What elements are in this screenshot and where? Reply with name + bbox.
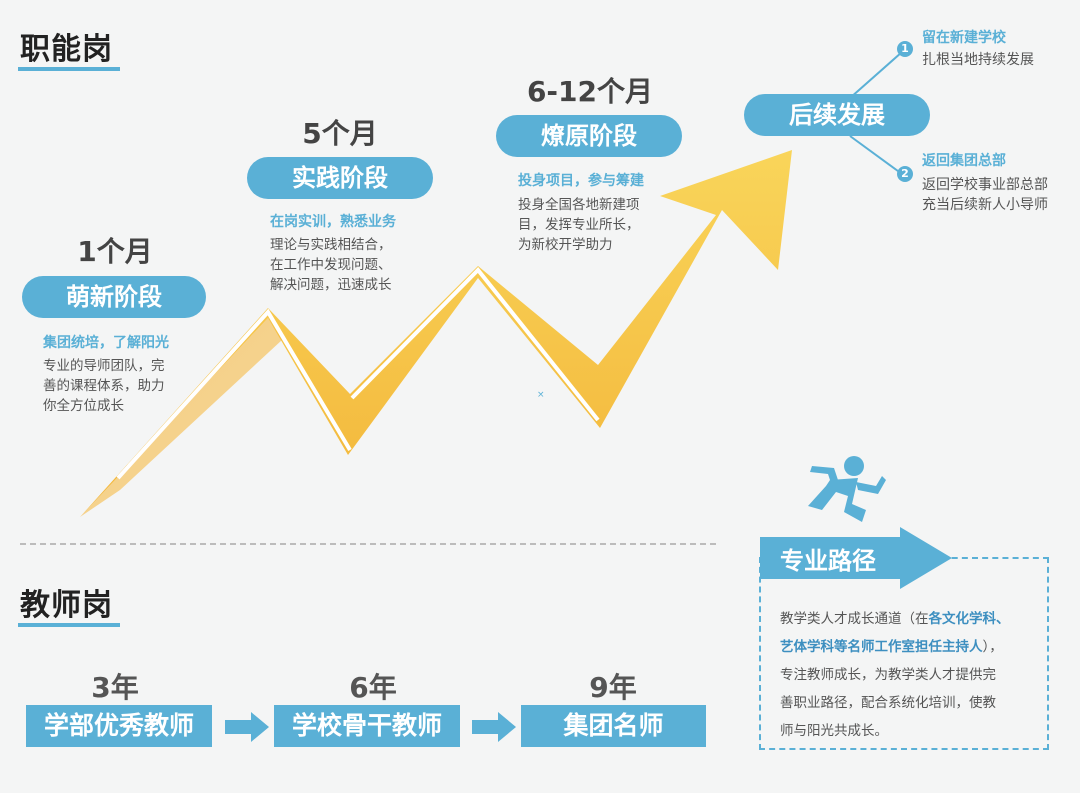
branch-1-description: 扎根当地持续发展 [922, 52, 1034, 68]
stage-1-pill: 萌新阶段 [22, 276, 206, 318]
stage-1-subtitle: 集团统培，了解阳光 [43, 335, 169, 351]
branch-2-number: 2 [897, 166, 913, 182]
functional-section-title: 职能岗 [20, 32, 113, 67]
teacher-arrow-1 [225, 712, 269, 742]
stage-3-subtitle: 投身项目，参与筹建 [518, 173, 644, 189]
stage-3-description: 投身全国各地新建项 目，发挥专业所长， 为新校开学助力 [518, 197, 640, 253]
teacher-section-underline [18, 623, 120, 627]
teacher-section-title: 教师岗 [20, 588, 113, 623]
center-marker: × [537, 390, 545, 400]
professional-path-title: 专业路径 [780, 547, 876, 575]
stage-1-duration: 1个月 [77, 235, 153, 268]
branch-1-title: 留在新建学校 [922, 30, 1006, 46]
branch-2-description: 返回学校事业部总部 充当后续新人小导师 [922, 177, 1048, 213]
teacher-arrow-2 [472, 712, 516, 742]
professional-path-arrow [760, 527, 952, 589]
followup-pill: 后续发展 [744, 94, 930, 136]
functional-section-underline [18, 67, 120, 71]
stage-2-description: 理论与实践相结合， 在工作中发现问题、 解决问题，迅速成长 [270, 237, 392, 293]
growth-arrow-highlight-2 [350, 266, 600, 422]
stage-3-pill: 燎原阶段 [496, 115, 682, 157]
growth-arrow-shade [80, 318, 282, 517]
teacher-step-2-box: 学校骨干教师 [274, 705, 460, 747]
followup-branch-lines [849, 51, 903, 175]
branch-2-title: 返回集团总部 [922, 153, 1006, 169]
growth-arrow-highlight [116, 308, 352, 480]
professional-path-description: 教学类人才成长通道（在各文化学科、 艺体学科等名师工作室担任主持人）， 专注教师… [780, 611, 1010, 739]
stage-2-duration: 5个月 [302, 117, 378, 150]
teacher-step-1-years: 3年 [91, 671, 139, 704]
runner-icon [808, 456, 886, 522]
stage-1-description: 专业的导师团队，完 善的课程体系，助力 你全方位成长 [43, 358, 165, 414]
teacher-step-1-box: 学部优秀教师 [26, 705, 212, 747]
stage-3-duration: 6-12个月 [526, 75, 654, 108]
section-divider [20, 543, 716, 545]
teacher-step-2-years: 6年 [349, 671, 397, 704]
branch-1-number: 1 [897, 41, 913, 57]
teacher-step-3-box: 集团名师 [521, 705, 706, 747]
teacher-step-3-years: 9年 [589, 671, 637, 704]
stage-2-subtitle: 在岗实训，熟悉业务 [270, 214, 396, 230]
stage-2-pill: 实践阶段 [247, 157, 433, 199]
growth-arrow-body [80, 150, 792, 517]
